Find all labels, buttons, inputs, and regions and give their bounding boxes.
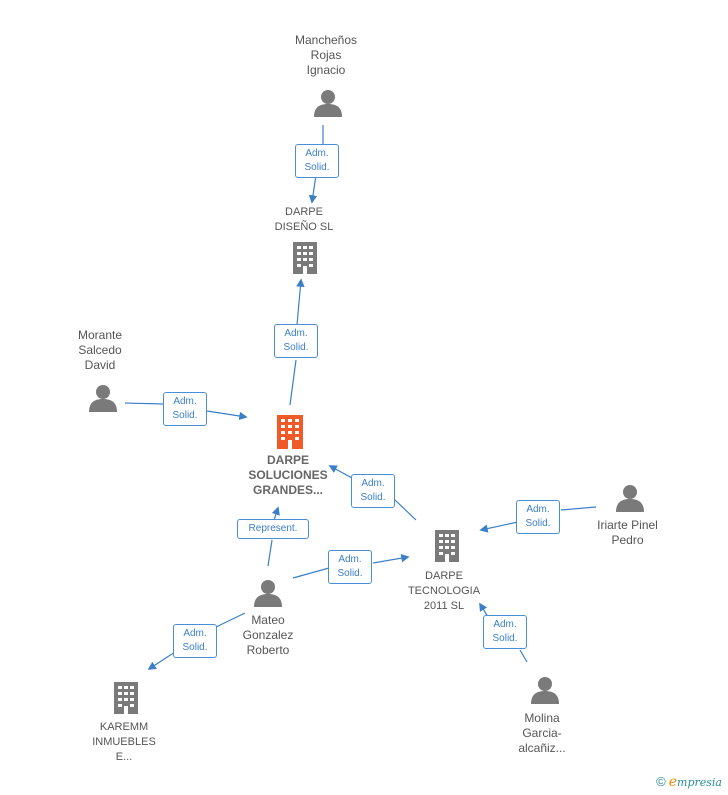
edge-line [481,506,597,530]
edge-line [330,466,417,521]
node-label-molina: Molina Garcia- alcañiz... [518,711,566,755]
edge-line [267,508,278,567]
node-label-iriarte: Iriarte Pinel Pedro [597,518,658,547]
edge-line [312,125,324,202]
empresia-logo[interactable]: © empresia [656,774,722,790]
node-label-diseno: DARPE DISEÑO SL [274,206,334,233]
edge-label[interactable]: Adm.Solid. [163,392,207,426]
edge-line [289,280,301,406]
building-icon[interactable] [432,528,462,564]
edge-label[interactable]: Adm.Solid. [483,615,527,649]
node-label-morante: Morante Salcedo David [77,328,123,372]
building-icon[interactable] [290,240,320,276]
edge-label[interactable]: Adm.Solid. [173,624,217,658]
person-icon[interactable] [615,483,645,513]
person-icon[interactable] [313,88,343,118]
person-icon[interactable] [88,383,118,413]
person-icon[interactable] [253,578,283,608]
building-icon[interactable] [111,680,141,716]
building-icon-main[interactable] [274,413,306,451]
edge-label[interactable]: Adm.Solid. [516,500,560,534]
node-label-manchenos: Mancheños Rojas Ignacio [294,33,358,77]
edge-label[interactable]: Adm.Solid. [351,474,395,508]
node-label-karemm: KAREMM INMUEBLES E... [92,721,156,763]
edge-label[interactable]: Adm.Solid. [274,324,318,358]
edge-line [292,557,408,579]
person-icon[interactable] [530,675,560,705]
edge-label[interactable]: Represent. [237,519,309,539]
node-label-mateo: Mateo Gonzalez Roberto [242,613,294,657]
node-label-soluciones: DARPE SOLUCIONES GRANDES... [248,453,328,497]
edge-label[interactable]: Adm.Solid. [295,144,339,178]
node-label-tecnologia: DARPE TECNOLOGIA 2011 SL [407,570,481,612]
edge-line [149,612,246,669]
edge-line [124,402,246,417]
edge-label[interactable]: Adm.Solid. [328,550,372,584]
